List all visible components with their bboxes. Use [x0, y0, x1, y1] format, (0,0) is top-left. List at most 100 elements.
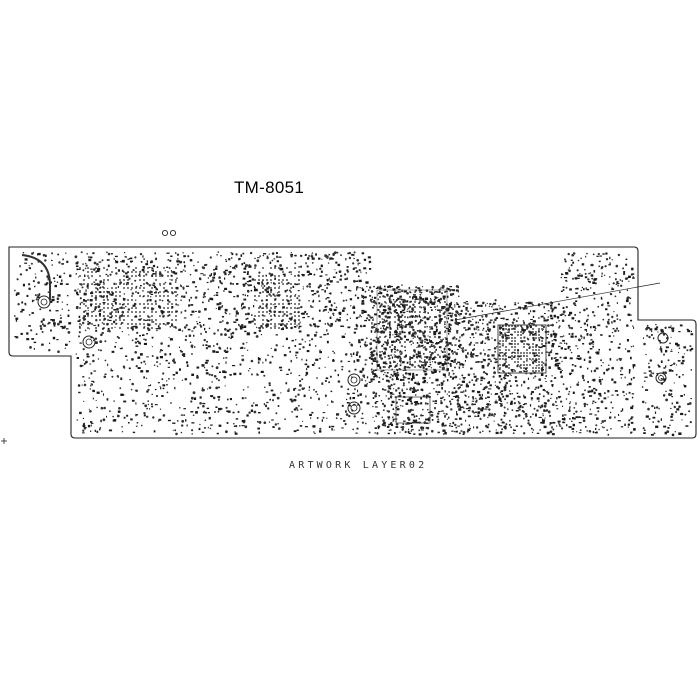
pad: [488, 408, 491, 411]
pad: [503, 411, 505, 414]
via: [508, 328, 510, 330]
pad: [426, 402, 429, 405]
via: [505, 346, 507, 348]
pad: [33, 299, 35, 302]
pad: [176, 304, 180, 306]
pad: [567, 252, 570, 256]
pad: [113, 282, 115, 285]
pad: [388, 385, 391, 389]
pad: [514, 302, 516, 304]
pad: [518, 402, 521, 405]
pad: [448, 304, 451, 308]
pad: [483, 349, 485, 351]
via: [95, 283, 97, 285]
pad: [440, 401, 443, 405]
pad: [401, 319, 404, 322]
pad: [294, 254, 297, 257]
pad: [626, 324, 629, 327]
pad: [527, 419, 530, 422]
via: [439, 311, 441, 313]
pad: [365, 395, 367, 398]
pad: [616, 281, 619, 284]
pad: [202, 274, 206, 276]
via: [424, 316, 426, 318]
pad: [481, 407, 484, 410]
pad: [551, 343, 555, 345]
via: [171, 279, 173, 281]
via: [517, 361, 519, 363]
pad: [630, 319, 633, 322]
pad: [395, 426, 399, 428]
pad: [331, 323, 333, 325]
pad: [103, 375, 107, 379]
via: [538, 346, 540, 348]
pad: [130, 418, 133, 421]
pad: [174, 386, 176, 390]
pad: [671, 364, 673, 366]
pad: [386, 425, 390, 428]
pad: [182, 353, 186, 356]
pad: [273, 314, 276, 316]
pad: [467, 396, 470, 398]
pad: [341, 427, 344, 429]
pad: [243, 298, 247, 301]
pad: [248, 411, 251, 414]
pad: [388, 424, 390, 426]
via: [526, 343, 528, 345]
pad: [308, 389, 310, 391]
pad: [456, 322, 459, 324]
pad: [619, 279, 622, 281]
via: [151, 275, 153, 277]
pad: [109, 316, 113, 319]
pad: [242, 277, 246, 280]
pad: [568, 390, 571, 393]
pad: [596, 351, 600, 353]
via: [389, 321, 391, 323]
pad: [89, 410, 92, 413]
pad: [416, 346, 418, 349]
via: [119, 291, 121, 293]
pad: [391, 356, 394, 359]
via: [159, 275, 161, 277]
via: [394, 366, 396, 368]
via: [262, 327, 264, 329]
pad: [441, 425, 443, 427]
pad: [155, 328, 159, 330]
via: [123, 283, 125, 285]
pad: [346, 313, 349, 316]
pad: [246, 414, 249, 417]
pad: [612, 328, 615, 330]
pad: [130, 289, 132, 291]
pad: [542, 388, 545, 391]
via: [151, 267, 153, 269]
pad: [148, 385, 150, 387]
pad: [564, 258, 566, 261]
pad: [622, 390, 625, 394]
pad: [384, 363, 388, 365]
pad: [437, 418, 440, 421]
via: [384, 296, 386, 298]
pad: [399, 405, 402, 407]
pad: [377, 364, 380, 367]
pad: [127, 265, 130, 268]
pad: [577, 277, 580, 279]
pad: [241, 304, 243, 307]
pad: [501, 308, 504, 311]
pad: [490, 360, 492, 363]
pad: [301, 378, 304, 381]
pad: [518, 408, 521, 411]
pad: [103, 406, 106, 410]
pad: [97, 284, 100, 286]
pad: [34, 273, 36, 275]
pad: [407, 399, 410, 402]
pad: [421, 415, 424, 417]
pad: [311, 411, 314, 414]
via: [429, 331, 431, 333]
pad: [215, 366, 219, 370]
pad: [134, 341, 138, 344]
pad: [475, 361, 478, 363]
pad: [459, 345, 461, 349]
pad: [154, 272, 157, 275]
pad: [598, 379, 602, 381]
pad: [231, 253, 234, 256]
